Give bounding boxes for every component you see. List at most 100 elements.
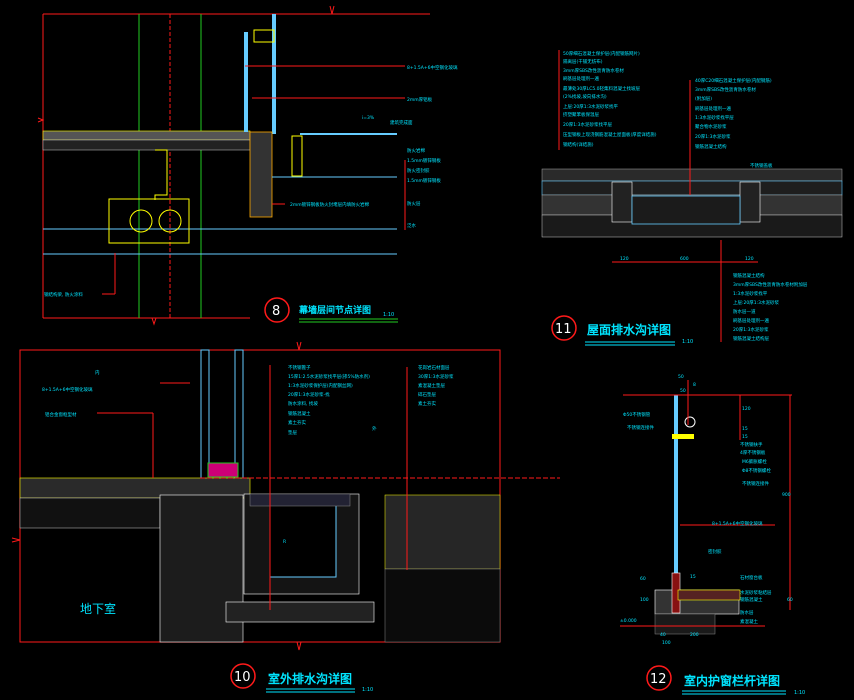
dimension-label: ±0.000 xyxy=(620,618,637,624)
note: 20厚1:3水泥砂浆 xyxy=(695,133,731,140)
note: 素混凝土垫层 xyxy=(418,382,445,389)
detail-number-circle xyxy=(551,315,577,341)
note: (2%找坡,坡向排水沟) xyxy=(563,93,607,100)
grating xyxy=(249,493,351,507)
detail-title: 幕墙层间节点详图 xyxy=(298,304,371,316)
dimension-label: 60 xyxy=(640,576,646,582)
note: 不锈钢连接件 xyxy=(627,424,654,431)
dimension-label: 15 xyxy=(742,434,748,440)
detail-number-circle xyxy=(230,663,256,689)
roof-layer xyxy=(541,168,843,182)
break-symbol xyxy=(296,341,302,351)
pipe-circle xyxy=(158,209,182,233)
detail-10-title: 10 室外排水沟详图 1:10 xyxy=(230,663,373,693)
note: 钢结构(详结施) xyxy=(563,141,594,148)
note: 1.5mm镀锌钢板 xyxy=(407,157,441,164)
note: 50厚细石混凝土保护层(内配钢筋网片) xyxy=(563,50,640,57)
glass-pane xyxy=(234,349,244,481)
dimension-label: 600 xyxy=(680,256,689,262)
detail-number-circle xyxy=(264,297,290,323)
footing xyxy=(225,601,375,623)
note: 隔离层(干铺无纺布) xyxy=(563,58,603,65)
curb xyxy=(611,181,633,223)
flashing xyxy=(291,135,303,177)
detail-10-drawing xyxy=(11,341,560,651)
note: 1.5mm镀锌钢板 xyxy=(407,177,441,184)
note: Φ8不锈钢螺栓 xyxy=(742,467,771,474)
glass-pane xyxy=(674,395,678,615)
note: 钢筋混凝土结构 xyxy=(695,143,727,150)
break-symbol xyxy=(151,317,157,326)
dimension-label: 8 xyxy=(693,382,696,388)
break-symbol xyxy=(329,5,335,15)
note: 2mm镀锌钢板防火封堵层内填防火岩棉 xyxy=(290,201,370,208)
window-frame xyxy=(207,462,239,478)
detail-12-notes: Φ50不锈钢管 不锈钢连接件 不锈钢扶手 4厚不锈钢板 M6膨胀螺栓 Φ8不锈钢… xyxy=(620,374,793,646)
note: 素土夯实 xyxy=(288,419,306,426)
dimension-label: 100 xyxy=(662,640,671,646)
note: 2mm厚铝板 xyxy=(407,96,433,103)
detail-title: 室内护窗栏杆详图 xyxy=(684,673,780,688)
gutter-channel xyxy=(269,494,337,578)
note: 素混凝土 xyxy=(740,618,758,625)
note: 3mm厚SBS改性沥青防水卷材 xyxy=(563,67,624,74)
detail-title: 屋面排水沟详图 xyxy=(587,322,671,337)
detail-scale: 1:10 xyxy=(362,687,373,693)
level-label: 建筑完成面 xyxy=(390,119,413,126)
handrail-tube xyxy=(684,416,696,428)
note: 不锈钢扶手 xyxy=(740,441,763,448)
note: 8+1.5A+6中空钢化玻璃 xyxy=(407,64,458,71)
note: M6膨胀螺栓 xyxy=(742,458,767,465)
note: 30厚1:3水泥砂浆 xyxy=(418,373,454,380)
note: 刷基层处理剂一遍 xyxy=(563,75,599,82)
curb xyxy=(739,181,761,223)
note: 防火层 xyxy=(407,200,421,207)
detail-8-drawing xyxy=(37,5,430,326)
note: 素土夯实 xyxy=(418,400,436,407)
detail-number: 12 xyxy=(650,672,667,687)
dimension-label: 15 xyxy=(742,426,748,432)
break-symbol xyxy=(37,117,45,123)
note: 花岗岩石材面层 xyxy=(418,364,450,371)
dimension-label: 50 xyxy=(680,388,686,394)
detail-number: 11 xyxy=(555,322,572,337)
note: 防水涂料, 找坡 xyxy=(288,400,318,407)
note: 水泥砂浆粘结层 xyxy=(740,589,772,596)
note: (附加层) xyxy=(695,95,712,102)
dimension-label: 200 xyxy=(690,632,699,638)
pipe-circle xyxy=(129,209,153,233)
note: 钢筋混凝土结构 xyxy=(733,272,765,279)
note: 3mm厚SBS改性沥青防水卷材 xyxy=(695,86,756,93)
dimension-label: 900 xyxy=(782,492,791,498)
insulation-layer xyxy=(541,180,843,196)
detail-8-notes: 8+1.5A+6中空钢化玻璃 2mm厚铝板 防火岩棉 1.5mm镀锌钢板 防火密… xyxy=(44,64,458,298)
note: 1:3水泥砂浆保护层(内配钢丝网) xyxy=(288,382,353,389)
detail-12-title: 12 室内护窗栏杆详图 1:10 xyxy=(646,665,805,696)
note: 外 xyxy=(372,425,377,432)
dimension-label: 60 xyxy=(787,597,793,603)
steel-deck xyxy=(42,139,251,151)
note: 密封胶 xyxy=(708,548,722,555)
note: 挤塑聚苯板保温层 xyxy=(563,111,599,118)
glass-pane xyxy=(200,349,210,481)
detail-scale: 1:10 xyxy=(383,312,394,318)
note: 20厚1:3水泥砂浆-找 xyxy=(288,391,330,398)
note: 防水层一道 xyxy=(733,308,756,315)
bracket xyxy=(672,434,694,439)
detail-number-circle xyxy=(646,665,672,691)
note: 防火岩棉 xyxy=(407,147,425,154)
dimension-label: 15 xyxy=(690,574,696,580)
note: 石材窗台板 xyxy=(740,574,763,581)
note: 钢筋混凝土 xyxy=(288,410,311,417)
detail-10-notes: 内 8+1.5A+6中空钢化玻璃 铝合金窗框型材 不锈钢篦子 15厚1:2.5水… xyxy=(42,364,454,616)
mullion-cap xyxy=(253,29,275,43)
break-symbol xyxy=(296,641,302,651)
detail-title: 室外排水沟详图 xyxy=(268,671,352,686)
note: 钢筋混凝土结构层 xyxy=(733,335,769,342)
dimension-label: 50 xyxy=(678,374,684,380)
compacted-soil xyxy=(384,568,501,643)
slope-label: i=3% xyxy=(362,115,375,121)
firestop-block xyxy=(249,131,273,218)
dimension-label: 120 xyxy=(745,256,754,262)
detail-11-drawing xyxy=(541,50,843,342)
